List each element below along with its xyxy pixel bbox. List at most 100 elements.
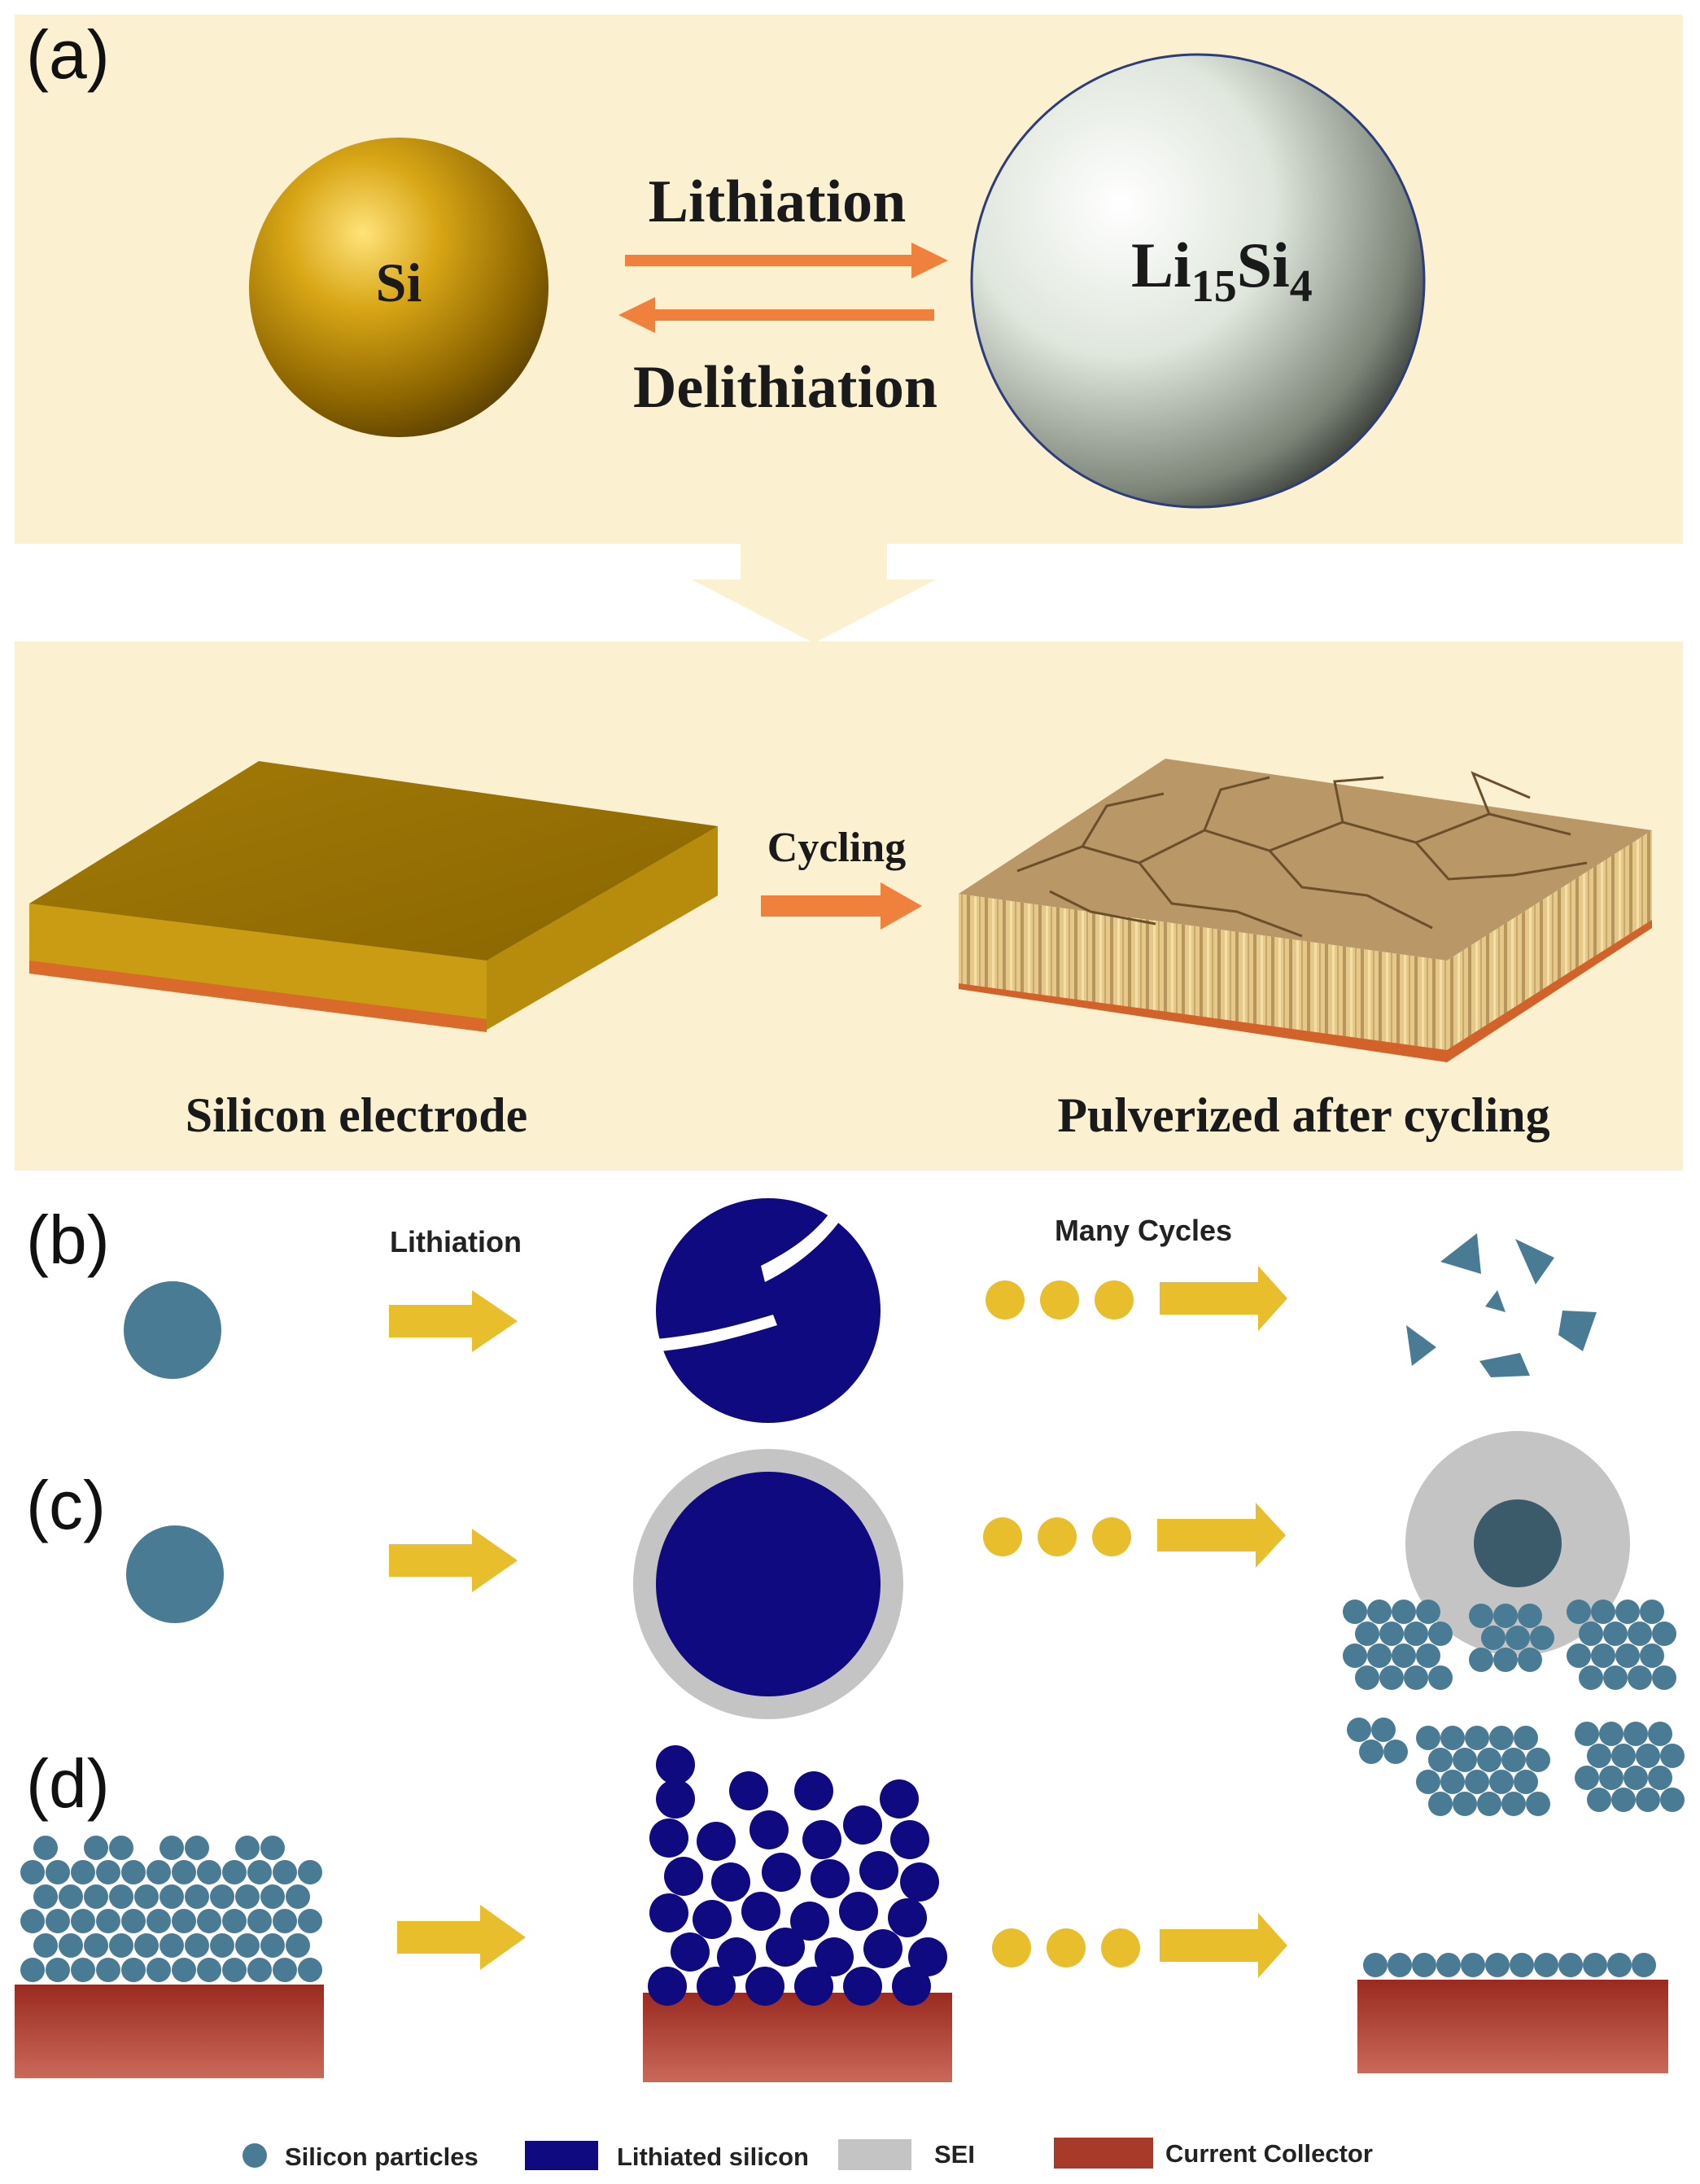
silicon-particle (1611, 1788, 1636, 1812)
silicon-particle (1567, 1600, 1591, 1624)
silicon-particle (1648, 1766, 1672, 1790)
silicon-particle (1575, 1722, 1599, 1746)
silicon-particle (1607, 1953, 1632, 1977)
silicon-particle (1428, 1622, 1453, 1646)
silicon-particle (260, 1884, 285, 1909)
silicon-particle (247, 1958, 272, 1982)
silicon-particle (84, 1884, 108, 1909)
silicon-particle (121, 1860, 146, 1884)
silicon-particle (286, 1933, 310, 1958)
lithiated-particle (649, 1893, 688, 1932)
lithiated-particle (656, 1472, 881, 1696)
silicon-particle (1469, 1604, 1493, 1628)
yellow-arrow (397, 1905, 526, 1970)
lithiated-particle (766, 1928, 805, 1967)
ellipsis-dots (985, 1280, 1134, 1320)
silicon-particle (1603, 1665, 1628, 1690)
silicon-particle (273, 1958, 297, 1982)
silicon-particle (160, 1933, 184, 1958)
lithiated-particle (900, 1862, 939, 1902)
silicon-particle (1652, 1622, 1676, 1646)
silicon-particle (1355, 1665, 1379, 1690)
silicon-particle (1587, 1744, 1611, 1768)
silicon-particle (1530, 1626, 1554, 1650)
silicon-particle (1428, 1792, 1453, 1816)
lithiated-particle (843, 1967, 882, 2006)
lithiated-particle (790, 1902, 829, 1941)
silicon-particle (1469, 1648, 1493, 1672)
ellipsis-dots (992, 1928, 1140, 1967)
silicon-particle (235, 1836, 260, 1860)
silicon-particle (1628, 1622, 1652, 1646)
silicon-particle (160, 1884, 184, 1909)
silicon-particle (1355, 1622, 1379, 1646)
silicon-particle (84, 1933, 108, 1958)
silicon-particle (1412, 1953, 1436, 1977)
current-collector (15, 1985, 324, 2078)
lithiated-particle (711, 1862, 750, 1902)
lithiated-particle (762, 1853, 801, 1892)
silicon-particle (260, 1836, 285, 1860)
silicon-particle (1428, 1748, 1453, 1772)
lithiated-particle (664, 1857, 703, 1896)
silicon-sphere-label: Si (376, 252, 422, 313)
pulverized-caption: Pulverized after cycling (1057, 1088, 1549, 1142)
silicon-particle (59, 1884, 83, 1909)
silicon-particle (197, 1860, 221, 1884)
lithiated-particle (656, 1745, 695, 1784)
many-cycles-label: Many Cycles (1055, 1214, 1232, 1247)
cycling-label: Cycling (767, 825, 906, 871)
silicon-particle (109, 1884, 133, 1909)
legend-item-silicon-particles: Silicon particles (243, 2142, 479, 2171)
lithiated-particle (863, 1929, 902, 1968)
lithiated-particle (749, 1810, 789, 1849)
silicon-particle (1359, 1740, 1383, 1764)
delithiation-label: Delithiation (633, 354, 937, 421)
silicon-particle (1648, 1722, 1672, 1746)
silicon-particle (1518, 1604, 1542, 1628)
silicon-particle (1615, 1643, 1640, 1668)
lithiation-arrow (625, 243, 948, 278)
silicon-particle (1485, 1953, 1510, 1977)
legend-swatch (525, 2141, 598, 2170)
silicon-particle (121, 1958, 146, 1982)
lithiated-particle (880, 1779, 919, 1819)
silicon-particle (1603, 1622, 1628, 1646)
silicon-particle (109, 1836, 133, 1860)
silicon-particle (222, 1909, 247, 1933)
legend-label: Current Collector (1165, 2139, 1373, 2168)
yellow-arrow (389, 1529, 518, 1592)
silicon-particle (1558, 1953, 1583, 1977)
ellipsis-dots (983, 1517, 1131, 1556)
silicon-particle (46, 1860, 70, 1884)
lithiated-particle (892, 1967, 931, 2006)
silicon-particle (172, 1909, 196, 1933)
silicon-particle (96, 1860, 120, 1884)
silicon-particle (1440, 1770, 1465, 1794)
panel-d-label: (d) (26, 1745, 110, 1822)
lithiated-particle (802, 1820, 841, 1859)
lithiated-particle (839, 1892, 878, 1931)
silicon-particle (146, 1909, 171, 1933)
silicon-particle (1465, 1726, 1489, 1750)
silicon-particle (1465, 1770, 1489, 1794)
silicon-particle (1436, 1953, 1461, 1977)
silicon-electrode-slab (29, 761, 718, 1032)
lithiated-particle (745, 1967, 784, 2006)
silicon-particle-layer (20, 1836, 322, 1982)
silicon-particle (1461, 1953, 1485, 1977)
silicon-particle (222, 1860, 247, 1884)
panel-c: (c) (26, 1431, 1630, 1719)
silicon-particle (121, 1909, 146, 1933)
lithiated-particle (671, 1932, 710, 1972)
panel-d: (d) (15, 1600, 1685, 2082)
panel-c-label: (c) (26, 1467, 106, 1543)
silicon-particle (109, 1933, 133, 1958)
panel-a: (a) Si Li15Si4 Lithiation Delithiation C… (15, 15, 1683, 1171)
silicon-particle (1367, 1643, 1392, 1668)
silicon-particle (1501, 1748, 1526, 1772)
silicon-particle (185, 1884, 209, 1909)
silicon-particle (1628, 1665, 1652, 1690)
silicon-particle (46, 1909, 70, 1933)
